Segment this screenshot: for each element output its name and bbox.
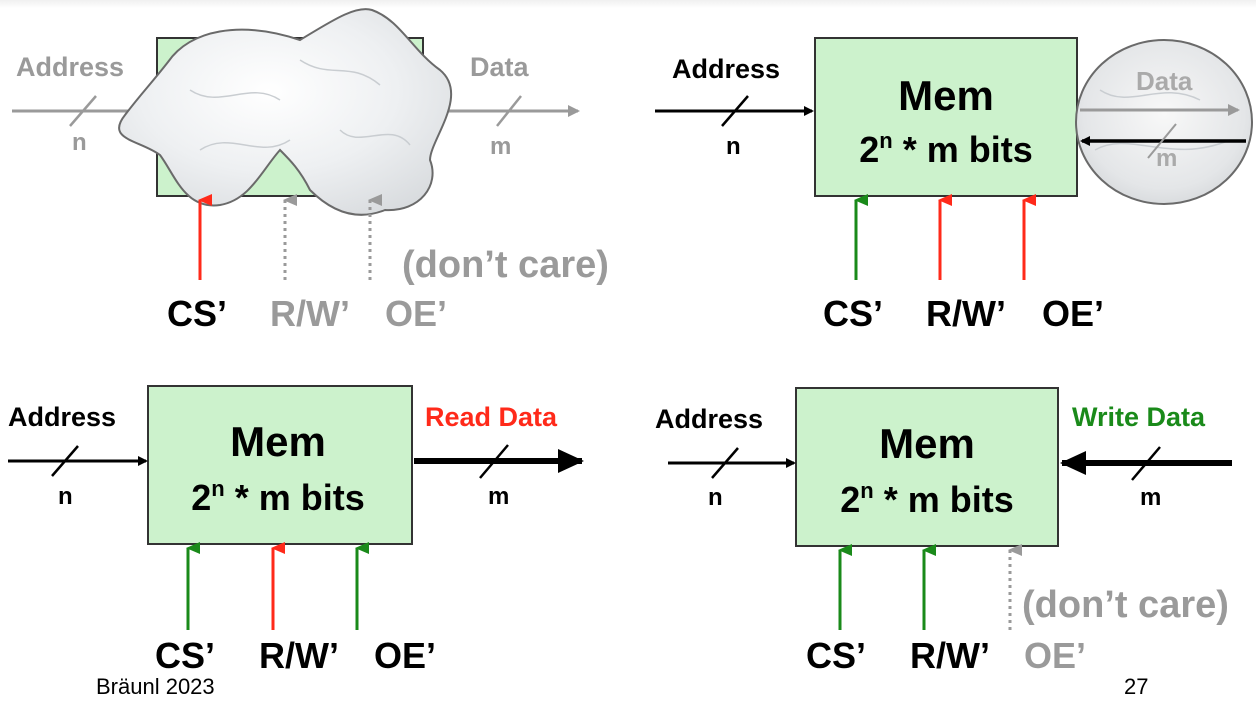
rw-label: R/W’ <box>259 635 339 676</box>
address-width-label: n <box>58 483 73 510</box>
memory-box <box>147 385 413 545</box>
bus-slash <box>1147 123 1177 159</box>
rw-label: R/W’ <box>926 293 1006 334</box>
panel-top-left: Address n Data m CS’ R/W’ OE’ (don’t car… <box>12 8 609 334</box>
address-width-label: n <box>708 484 723 511</box>
rw-label: R/W’ <box>270 293 350 334</box>
obscured-memory-blob <box>118 8 453 216</box>
bus-slash <box>721 95 749 127</box>
data-width-label: m <box>488 483 509 510</box>
marble-texture <box>189 59 411 151</box>
bus-slash <box>69 95 97 127</box>
panel-bottom-left: Mem 2n * m bits Address n Read Data m CS… <box>8 385 584 676</box>
write-data-label: Write Data <box>1072 402 1206 432</box>
read-data-label: Read Data <box>425 402 558 432</box>
cs-label: CS’ <box>806 635 866 676</box>
oe-label: OE’ <box>1042 293 1104 334</box>
dont-care-note: (don’t care) <box>1022 584 1229 626</box>
mem-title: Mem <box>879 420 975 467</box>
memory-box <box>814 37 1078 197</box>
cs-label: CS’ <box>167 293 227 334</box>
data-label: Data <box>1136 66 1193 96</box>
oe-label: OE’ <box>1024 635 1086 676</box>
bus-slash <box>51 445 79 477</box>
obscured-data-blob <box>1075 39 1253 205</box>
mem-size: 2n * m bits <box>859 128 1033 170</box>
mem-title: Mem <box>898 72 994 119</box>
data-width-label: m <box>490 133 511 160</box>
bus-slash <box>1131 446 1161 481</box>
mem-size: 2n * m bits <box>191 476 365 518</box>
bus-slash <box>496 95 522 127</box>
address-label: Address <box>8 402 116 432</box>
marble-texture <box>1094 89 1231 151</box>
address-width-label: n <box>726 133 741 160</box>
address-label: Address <box>655 404 763 434</box>
memory-box <box>795 387 1059 547</box>
cs-label: CS’ <box>823 293 883 334</box>
bus-slash <box>711 447 739 479</box>
rw-label: R/W’ <box>910 635 990 676</box>
address-label: Address <box>672 54 780 84</box>
dont-care-note: (don’t care) <box>402 244 609 286</box>
oe-label: OE’ <box>374 635 436 676</box>
data-width-label: m <box>1156 145 1177 172</box>
bus-slash <box>479 444 509 479</box>
data-label: Data <box>470 52 530 82</box>
mem-title: Mem <box>230 418 326 465</box>
slide-top-edge <box>0 0 1256 8</box>
panel-top-right: Mem 2n * m bits Address n Data m CS’ R/W… <box>655 37 1253 334</box>
oe-label: OE’ <box>385 293 447 334</box>
mem-size: 2n * m bits <box>840 478 1014 520</box>
panel-bottom-right: Mem 2n * m bits Address n Write Data m C… <box>655 387 1232 676</box>
footer-author: Bräunl 2023 <box>96 674 215 699</box>
address-width-label: n <box>72 129 87 156</box>
data-width-label: m <box>1140 484 1161 511</box>
address-label: Address <box>16 52 124 82</box>
page-number: 27 <box>1124 674 1148 699</box>
cs-label: CS’ <box>155 635 215 676</box>
